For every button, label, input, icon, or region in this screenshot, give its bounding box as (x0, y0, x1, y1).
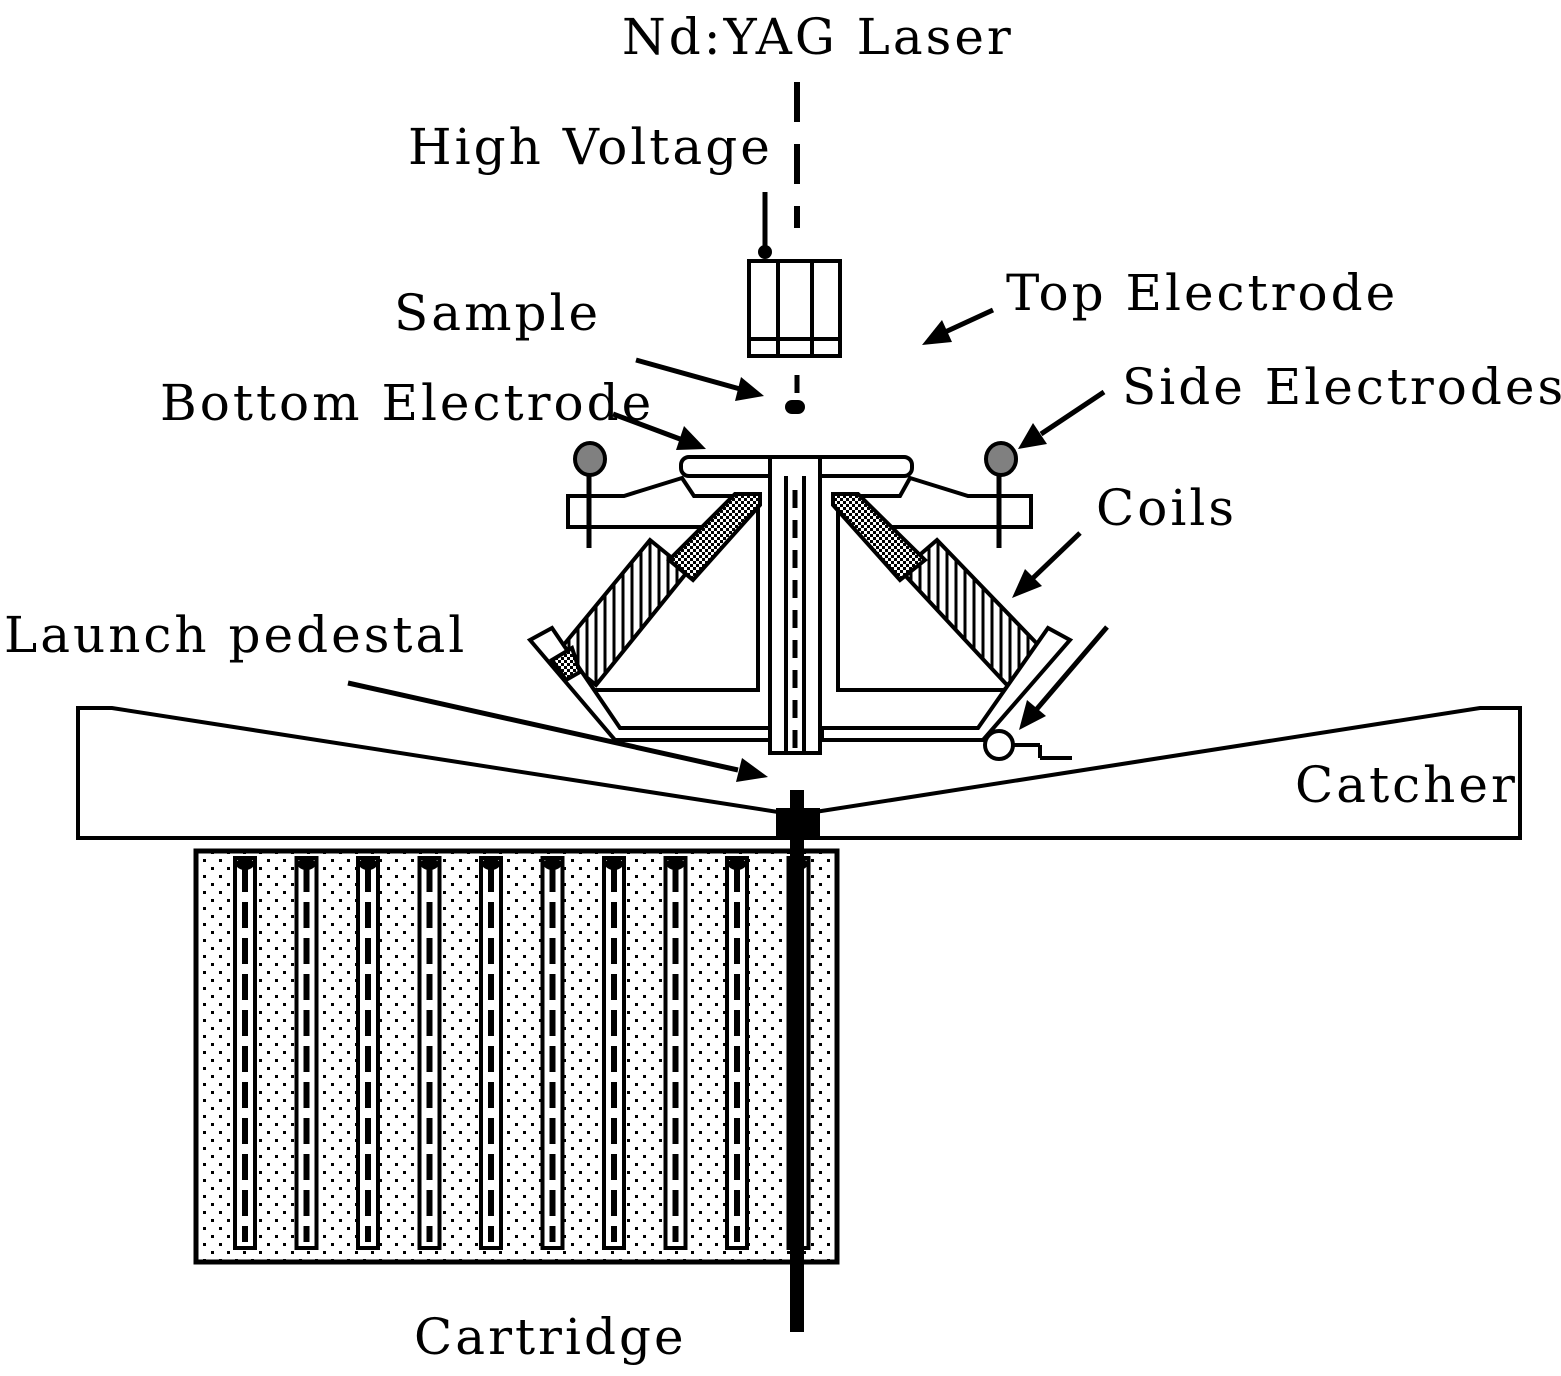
catcher (76, 706, 1522, 840)
cartridge-slot (356, 856, 380, 1250)
cartridge-label: Cartridge (414, 1308, 687, 1366)
cartridge-sample (297, 858, 316, 870)
sample-label: Sample (394, 284, 602, 342)
cartridge-sample (543, 858, 562, 870)
cartridge-sample (420, 858, 439, 870)
coils-label: Coils (1096, 479, 1238, 537)
ground-symbol (983, 729, 1072, 761)
cartridge-sample (236, 858, 254, 870)
bottom-electrode-label: Bottom Electrode (160, 374, 655, 432)
cartridge-sample (666, 858, 685, 870)
catcher-label: Catcher (1295, 756, 1518, 814)
cartridge-slot (294, 856, 319, 1250)
cartridge-sample (482, 858, 500, 870)
cartridge-sample (728, 858, 746, 870)
high-voltage-terminal (758, 245, 772, 259)
top-electrode (747, 259, 842, 358)
launch-tube (768, 455, 822, 760)
launch-pedestal-label: Launch pedestal (4, 606, 468, 664)
right-coil-assembly (820, 475, 1074, 742)
pointer-arrows (347, 307, 1109, 782)
sample (785, 400, 805, 414)
laser-label: Nd:YAG Laser (622, 8, 1014, 66)
cartridge-slot (725, 856, 749, 1250)
cartridge-slot (233, 856, 257, 1250)
cartridge-slot (417, 856, 442, 1250)
side-electrodes-label: Side Electrodes (1122, 358, 1561, 416)
cartridge-slot (663, 856, 688, 1250)
high-voltage-label: High Voltage (408, 118, 773, 176)
cartridge-sample (359, 858, 377, 870)
top-electrode-label: Top Electrode (1006, 264, 1399, 322)
side-electrodes (573, 441, 1018, 548)
cartridge-slot (540, 856, 565, 1250)
left-coil-assembly (526, 475, 772, 742)
cartridge-slot (602, 856, 626, 1250)
cartridge-sample (605, 858, 623, 870)
cartridge-slot (479, 856, 503, 1250)
